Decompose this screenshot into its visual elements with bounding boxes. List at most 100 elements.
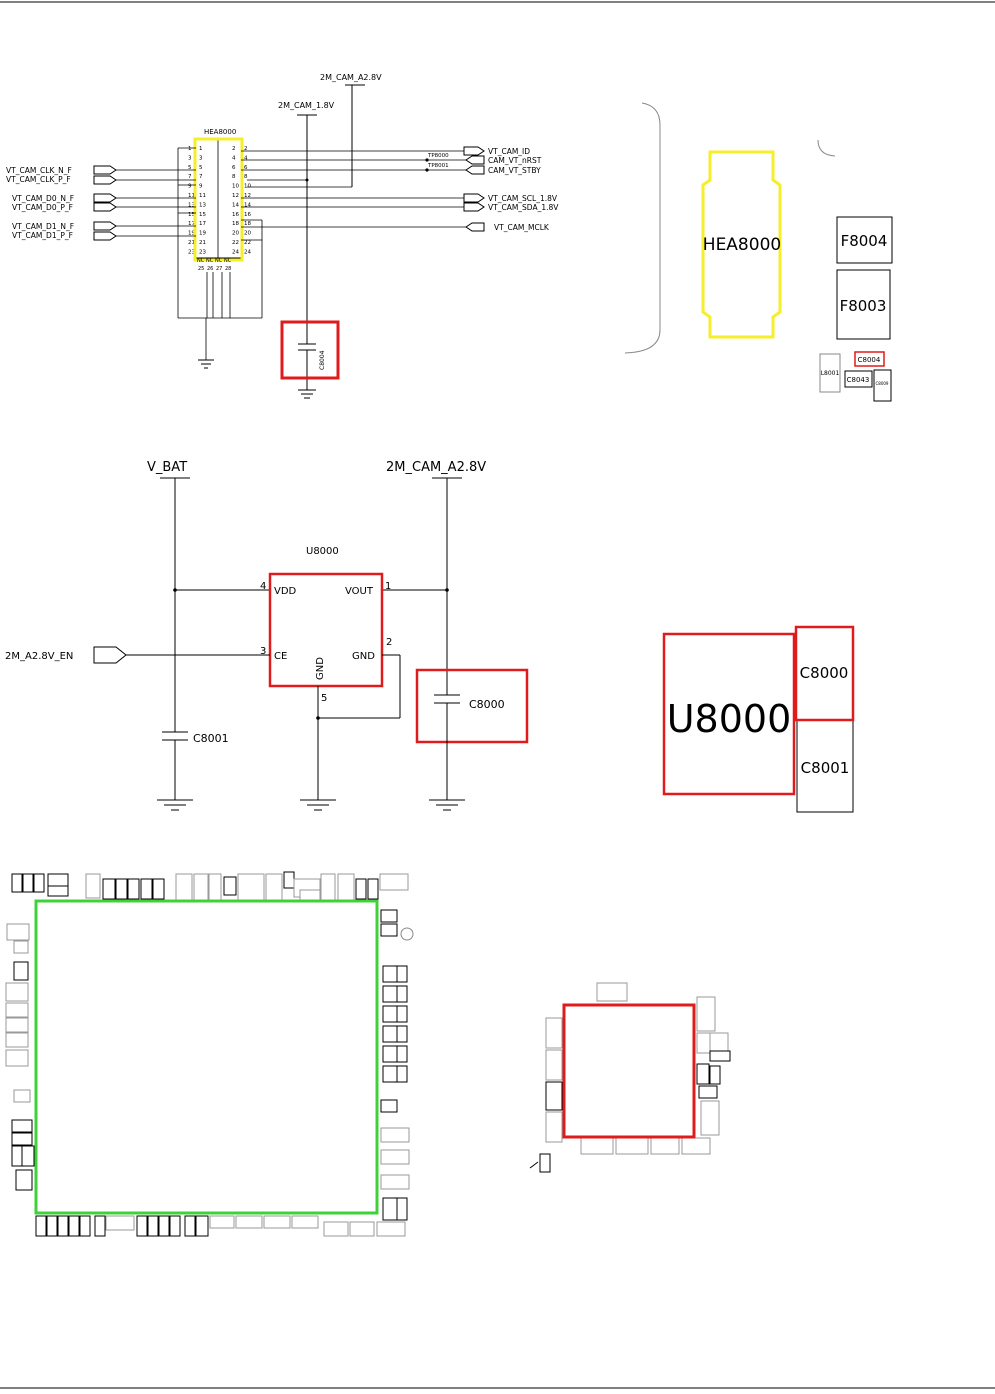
pad	[35, 1215, 47, 1237]
pin-right-outer-number: 12	[244, 193, 251, 199]
pad	[580, 1137, 614, 1155]
pin-right-outer-number: 10	[244, 184, 251, 190]
via-circle	[400, 927, 414, 941]
pin-left-outer-number: 5	[188, 165, 192, 171]
connector-layout: HEA8000 F8004 F8003 C8004 L8001 C8043 C8…	[624, 102, 893, 402]
ldo-layout: U8000 C8001 C8000	[662, 625, 855, 813]
nc-num-27: 27	[216, 266, 222, 272]
pad	[22, 873, 34, 893]
highlight-green-ic	[34, 899, 379, 1215]
ic-ref-label: U8000	[306, 546, 339, 557]
pin-right-outer-number: 16	[244, 212, 251, 218]
pad	[382, 985, 398, 1003]
pin-right-outer-number: 22	[244, 240, 251, 246]
pin-left-outer-number: 13	[188, 202, 195, 208]
pad	[382, 965, 398, 983]
right-net-mclk: VT_CAM_MCLK	[241, 222, 550, 232]
pad	[5, 1049, 29, 1067]
highlight-c8000-schematic	[415, 668, 529, 744]
port-enable	[93, 646, 127, 664]
right-net-sda: VT_CAM_SDA_1.8V	[241, 202, 559, 212]
pad	[47, 885, 69, 897]
pin-num-vdd: 4	[260, 581, 266, 592]
pin-right-number: 10	[232, 184, 239, 190]
pin-right-outer-number: 8	[244, 174, 248, 180]
pad	[380, 923, 398, 937]
left-net-d1-p: VT_CAM_D1_P_F	[12, 231, 196, 241]
port-sda	[463, 202, 485, 212]
net-label-d0-n: VT_CAM_D0_N_F	[12, 194, 74, 203]
pin-left-number: 23	[199, 249, 206, 255]
pad	[320, 873, 336, 901]
net-label-mclk: VT_CAM_MCLK	[494, 223, 550, 232]
pad	[5, 982, 29, 1002]
net-label-stby: CAM_VT_STBY	[488, 166, 541, 175]
pad	[265, 873, 283, 901]
pad	[175, 873, 193, 901]
gnd-out	[429, 799, 465, 811]
pad	[382, 1005, 398, 1023]
right-net-scl: VT_CAM_SCL_1.8V	[241, 193, 558, 203]
pin-right-outer-number: 14	[244, 202, 251, 208]
pin-right-number: 14	[232, 202, 239, 208]
pad	[68, 1215, 80, 1237]
pad	[380, 909, 398, 923]
pin-left-number: 9	[199, 184, 203, 190]
pin-right-number: 12	[232, 193, 239, 199]
port-cam-id	[463, 146, 485, 156]
pad	[615, 1137, 649, 1155]
part-f8003	[836, 269, 891, 340]
pad	[709, 1050, 731, 1062]
port-d1-p	[93, 231, 117, 241]
part-l8001	[819, 353, 841, 393]
pin-right-number: 22	[232, 240, 239, 246]
pin-right-number: 8	[232, 174, 236, 180]
net-label-sda: VT_CAM_SDA_1.8V	[488, 203, 559, 212]
pin-left-outer-number: 3	[188, 155, 192, 161]
pad	[237, 873, 265, 901]
layout-c8001-label: C8001	[801, 759, 850, 777]
pin-left-outer-number: 19	[188, 231, 195, 237]
tp8001-label: TP8001	[427, 163, 449, 169]
net-label-cam-id: VT_CAM_ID	[488, 147, 530, 156]
pad	[382, 1197, 398, 1221]
pad	[291, 1215, 319, 1229]
rail-vbat-label: V_BAT	[147, 460, 187, 475]
pin-left-number: 13	[199, 202, 206, 208]
pad	[47, 873, 69, 887]
port-nrst	[465, 155, 485, 165]
pin-right-number: 24	[232, 249, 239, 255]
pad	[355, 878, 367, 900]
pad	[209, 1215, 235, 1229]
pad	[380, 1099, 398, 1113]
port-d1-n	[93, 221, 117, 231]
rail-2m-cam-a28-label: 2M_CAM_A2.8V	[320, 73, 382, 82]
pad	[195, 1215, 209, 1237]
port-stby	[465, 165, 485, 175]
net-label-d1-p: VT_CAM_D1_P_F	[12, 231, 73, 240]
tp8000-label: TP8000	[427, 153, 449, 159]
pin-left-outer-number: 17	[188, 221, 195, 227]
port-mclk	[465, 222, 485, 232]
pin-left-number: 11	[199, 193, 206, 199]
part-f8004	[836, 216, 893, 264]
c8000-label: C8000	[469, 698, 505, 711]
pin-left-number: 3	[199, 155, 203, 161]
pin-left-number: 15	[199, 212, 206, 218]
pad	[15, 1169, 33, 1191]
layout-connector-label: HEA8000	[703, 235, 781, 255]
pin-right-number: 6	[232, 165, 236, 171]
pad	[596, 982, 628, 1002]
pad	[696, 1063, 710, 1085]
pin-right-number: 20	[232, 231, 239, 237]
part-f8003-label: F8003	[840, 297, 887, 315]
pin-left-number: 21	[199, 240, 206, 246]
port-clk-n	[93, 165, 117, 175]
board-outline-arc	[624, 102, 661, 354]
pin-right-outer-number: 20	[244, 231, 251, 237]
c8001-label: C8001	[193, 732, 229, 745]
net-label-d0-p: VT_CAM_D0_P_F	[12, 203, 73, 212]
pad	[379, 873, 409, 891]
pad	[323, 1221, 349, 1237]
